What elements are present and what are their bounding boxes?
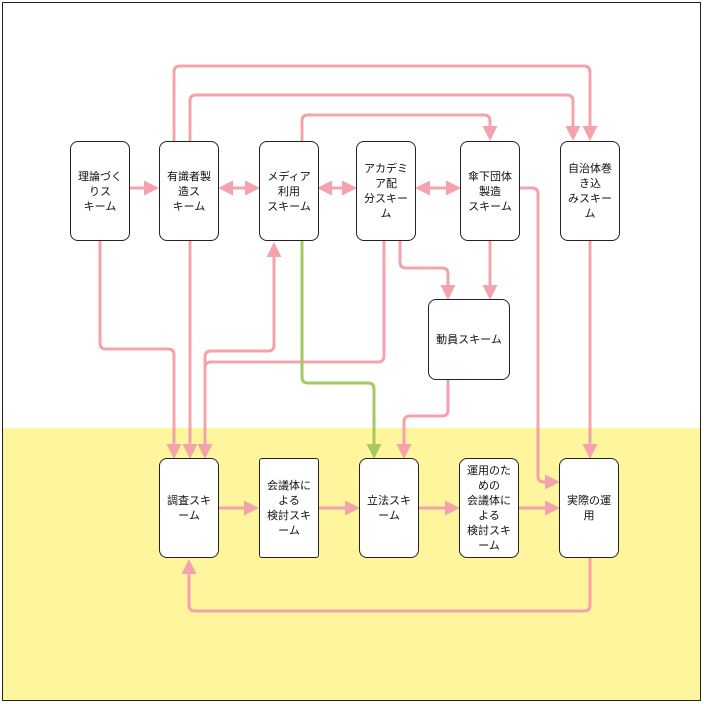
edge-experts-localgov-outer xyxy=(172,64,598,141)
node-affiliates-scheme[interactable]: 傘下団体製造 スキーム xyxy=(460,141,520,241)
edge-mobilize-legislation xyxy=(396,380,450,459)
node-opcouncil-scheme[interactable]: 運用のための 会議体による 検討スキーム xyxy=(459,458,519,558)
edge-academia-mobilize xyxy=(398,241,456,300)
node-council-scheme[interactable]: 会議体による 検討スキーム xyxy=(259,458,319,558)
edge-affiliates-operation xyxy=(518,186,560,490)
edge-media-legislation xyxy=(300,241,382,459)
edge-media-affiliates xyxy=(300,113,498,141)
edge-theory-survey xyxy=(98,241,182,459)
edge-academia-survey xyxy=(197,241,386,459)
edge-experts-localgov-inner xyxy=(188,93,581,141)
edge-survey-media xyxy=(203,242,282,456)
edge-operation-survey xyxy=(181,558,592,613)
node-media-scheme[interactable]: メディア利用 スキーム xyxy=(259,141,319,241)
node-survey-scheme[interactable]: 調査スキーム xyxy=(159,458,219,558)
node-localgov-scheme[interactable]: 自治体巻き込 みスキーム xyxy=(560,141,620,241)
node-actual-operation[interactable]: 実際の運用 xyxy=(559,458,619,558)
node-experts-scheme[interactable]: 有識者製造ス キーム xyxy=(159,141,219,241)
node-mobilize-scheme[interactable]: 動員スキーム xyxy=(428,299,510,380)
node-legislation-scheme[interactable]: 立法スキーム xyxy=(359,458,419,558)
node-academia-scheme[interactable]: アカデミア配 分スキーム xyxy=(356,141,416,241)
node-theory-scheme[interactable]: 理論づくりス キーム xyxy=(70,141,130,241)
